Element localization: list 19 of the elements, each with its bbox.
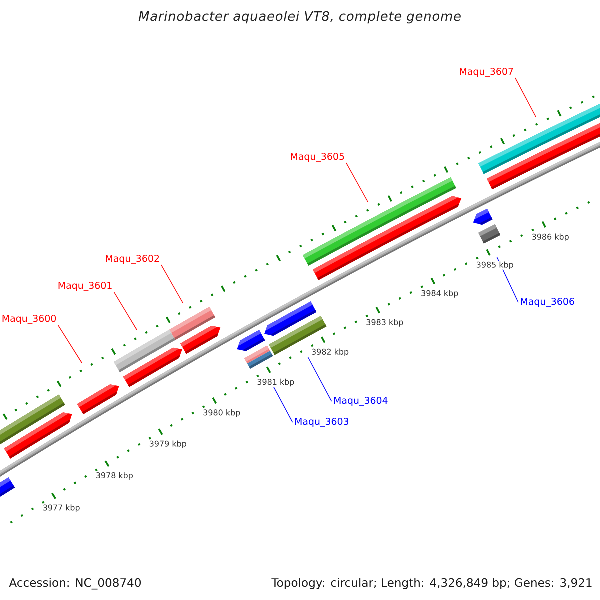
footer-text: Accession: NC_008740	[9, 578, 141, 590]
gene-label: Maqu_3607	[460, 68, 514, 78]
gene-label: Maqu_3601	[58, 282, 112, 292]
footer-text: Topology: circular; Length: 4,326,849 bp; Genes: 3,921	[272, 578, 592, 590]
gene-label: Maqu_3600	[2, 314, 56, 324]
leader-line	[308, 356, 332, 402]
leader-line	[58, 324, 82, 364]
gene-label: Maqu_3606	[521, 298, 574, 308]
leader-line	[114, 292, 138, 330]
gene-label: Maqu_3602	[106, 254, 160, 264]
gene-bar	[77, 384, 120, 414]
gene-label: Maqu_3605	[291, 152, 344, 162]
gene-label: Maqu_3603	[295, 418, 349, 428]
gene-label: Maqu_3604	[334, 396, 388, 406]
leader-line	[515, 78, 536, 118]
title: Marinobacter aquaeolei VT8, complete genome	[138, 11, 461, 24]
leader-line	[161, 264, 184, 304]
gene-bar	[0, 478, 16, 498]
leader-line	[346, 162, 368, 202]
